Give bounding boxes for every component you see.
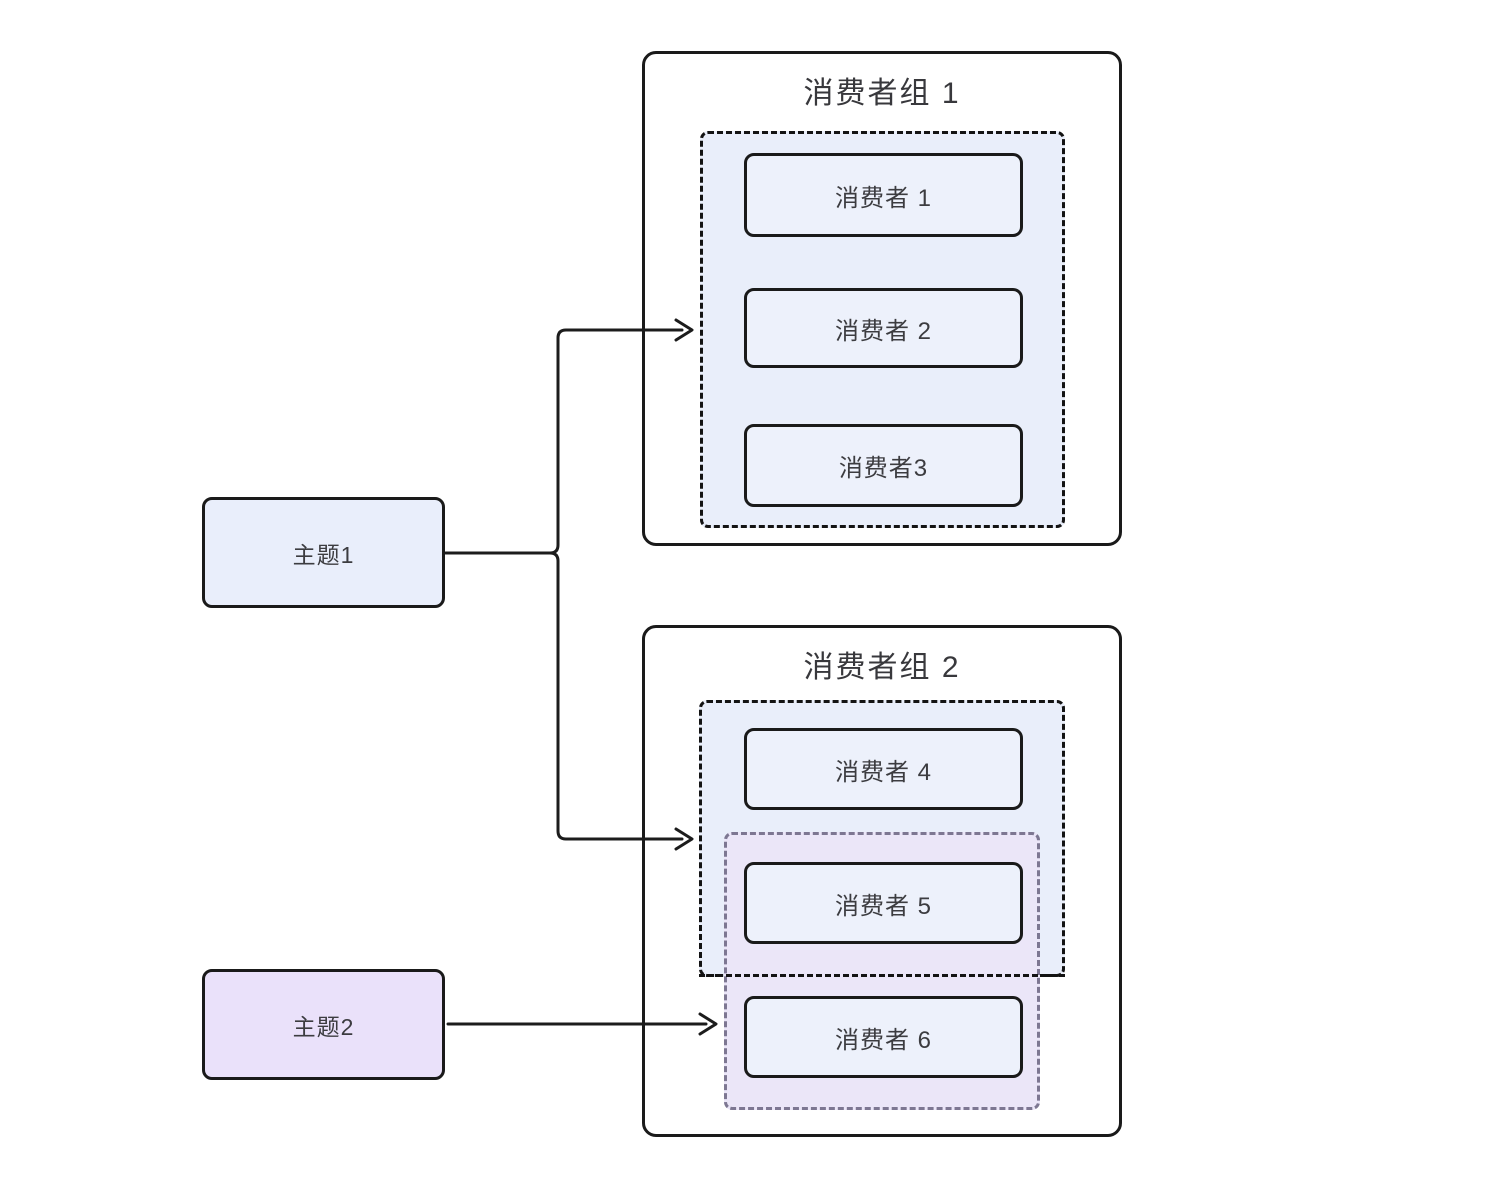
consumer-5-box: 消费者 5 (744, 862, 1023, 944)
consumer-3-label: 消费者3 (838, 455, 929, 482)
consumer-6-box: 消费者 6 (744, 996, 1023, 1078)
topic-1-label: 主题1 (292, 541, 355, 568)
consumer-5-label: 消费者 5 (834, 892, 932, 920)
consumer-1-label: 消费者 1 (834, 184, 932, 212)
consumer-6-label: 消费者 6 (834, 1026, 932, 1054)
consumer-2-box: 消费者 2 (744, 288, 1023, 368)
consumer-4-label: 消费者 4 (834, 758, 932, 786)
consumer-4-box: 消费者 4 (744, 728, 1023, 810)
topic-2-label: 主题2 (292, 1013, 355, 1040)
consumer-1-box: 消费者 1 (744, 153, 1023, 237)
topic-1-box: 主题1 (202, 497, 445, 608)
subscription-area-bottom-dash (699, 974, 1065, 977)
consumer-3-box: 消费者3 (744, 424, 1023, 507)
topic-2-box: 主题2 (202, 969, 445, 1080)
consumer-2-label: 消费者 2 (834, 317, 932, 345)
consumer-group-1-title: 消费者组 1 (803, 77, 961, 110)
consumer-group-2-title: 消费者组 2 (803, 651, 961, 684)
